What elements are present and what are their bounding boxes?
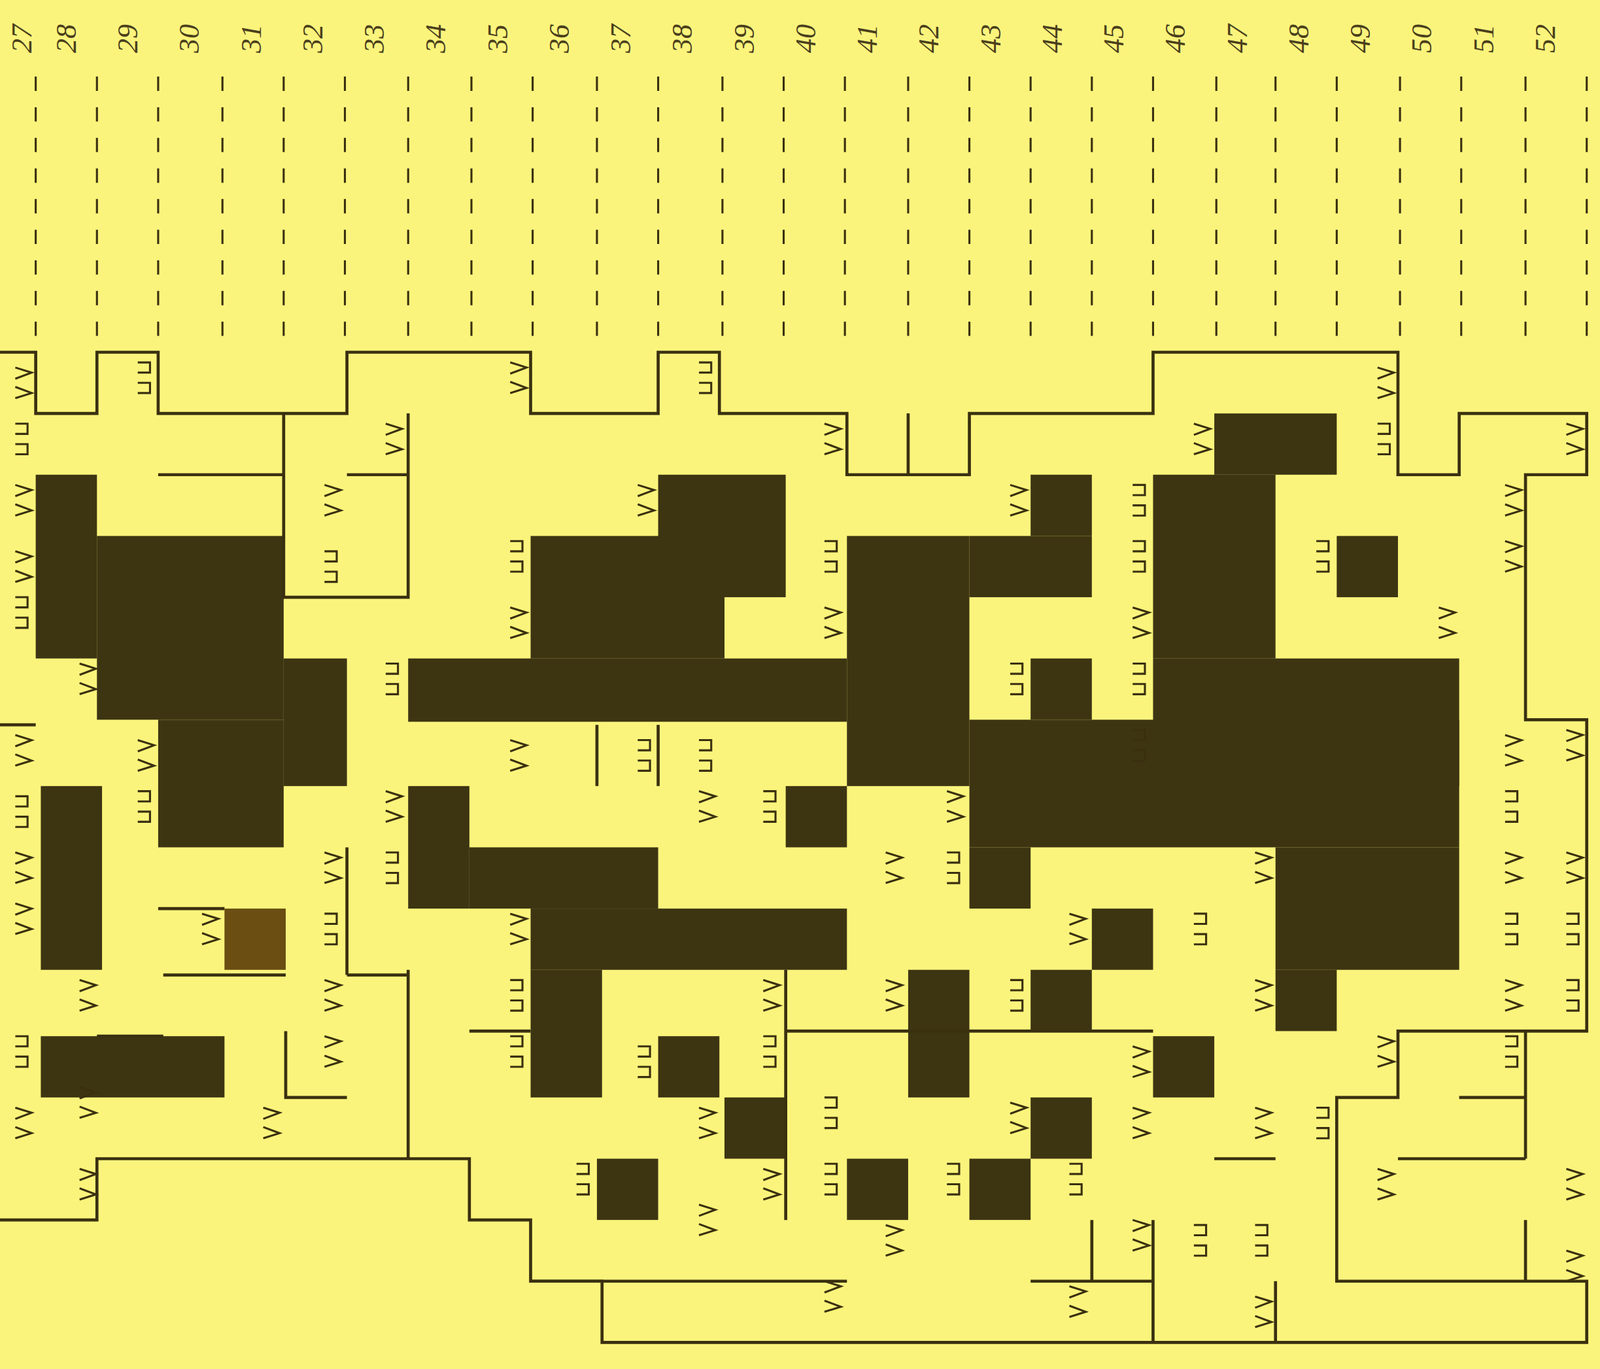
- column-number: 32: [298, 21, 328, 56]
- column-number: 48: [1284, 21, 1314, 56]
- column-number: 28: [52, 21, 82, 56]
- column-number: 50: [1407, 21, 1437, 56]
- column-number: 36: [545, 21, 575, 56]
- column-number: 34: [421, 21, 451, 56]
- maze-outline: [0, 351, 1587, 1342]
- column-number: 37: [606, 21, 636, 56]
- column-number: 49: [1346, 21, 1376, 56]
- column-number: 41: [853, 21, 883, 56]
- column-number: 35: [483, 21, 513, 56]
- column-number: 52: [1531, 21, 1561, 56]
- column-number: 29: [113, 21, 143, 56]
- column-number: 33: [360, 21, 390, 56]
- column-number: 38: [668, 21, 698, 56]
- column-number: 27: [7, 21, 37, 56]
- column-number: 42: [914, 21, 944, 56]
- column-number: 44: [1038, 21, 1068, 56]
- grid-guides: [35, 76, 1587, 352]
- column-number: 47: [1223, 21, 1253, 56]
- stitch-symbols: [15, 362, 1583, 1327]
- column-number: 46: [1161, 21, 1191, 56]
- column-number: 43: [976, 21, 1006, 56]
- column-number: 39: [730, 21, 760, 56]
- column-number: 40: [791, 21, 821, 56]
- filled-cells: [35, 413, 1460, 1220]
- column-number: 51: [1469, 21, 1499, 56]
- column-number: 45: [1099, 21, 1129, 56]
- column-number: 30: [175, 21, 205, 56]
- column-number: 31: [237, 21, 267, 56]
